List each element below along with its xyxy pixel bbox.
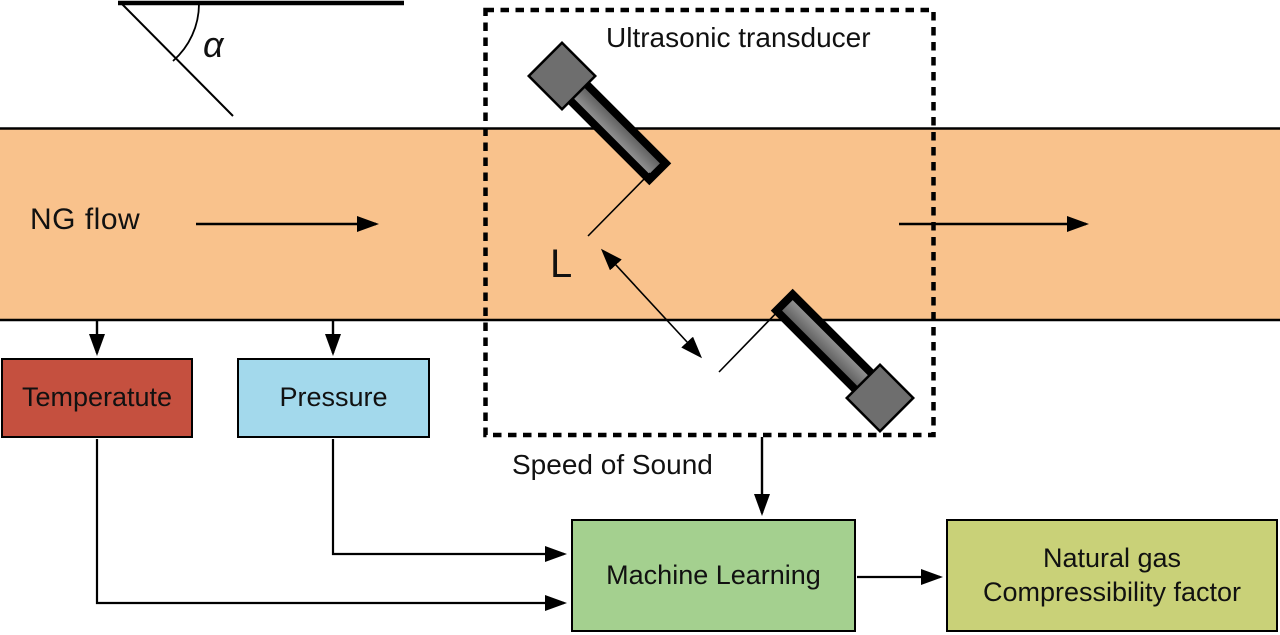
- lower-transducer: [770, 288, 916, 434]
- path-length-label: L: [550, 242, 573, 286]
- output-box-line2: Compressibility factor: [982, 576, 1242, 607]
- upper-transducer-head: [526, 40, 598, 112]
- machine-learning-box: Machine Learning: [571, 519, 856, 632]
- pressure-box-label: Pressure: [279, 382, 388, 413]
- machine-learning-box-label: Machine Learning: [606, 559, 821, 590]
- ultrasonic-transducer-label: Ultrasonic transducer: [606, 22, 871, 53]
- upper-transducer: [526, 40, 672, 186]
- lower-transducer-head: [844, 362, 916, 434]
- speed-of-sound-label: Speed of Sound: [512, 449, 713, 480]
- temperature-to-ml-connector: [95, 439, 567, 611]
- transducer-dashed-box: [483, 7, 936, 438]
- angle-alpha-label: α: [203, 24, 224, 65]
- output-box-line1: Natural gas: [1042, 542, 1182, 573]
- compressibility-factor-box: Natural gas Compressibility factor: [946, 519, 1278, 632]
- ng-flow-label: NG flow: [30, 203, 141, 236]
- angle-diagonal-line: [120, 2, 234, 117]
- angle-arc: [172, 3, 200, 62]
- pressure-box: Pressure: [237, 358, 430, 438]
- temperature-box-label: Temperatute: [21, 382, 173, 413]
- temperature-box: Temperatute: [1, 358, 193, 438]
- sound-path-line-lower: [718, 303, 786, 373]
- pressure-to-ml-connector: [331, 439, 567, 562]
- sound-path-line-upper: [587, 172, 651, 237]
- sound-path-length-arrow: [600, 248, 703, 359]
